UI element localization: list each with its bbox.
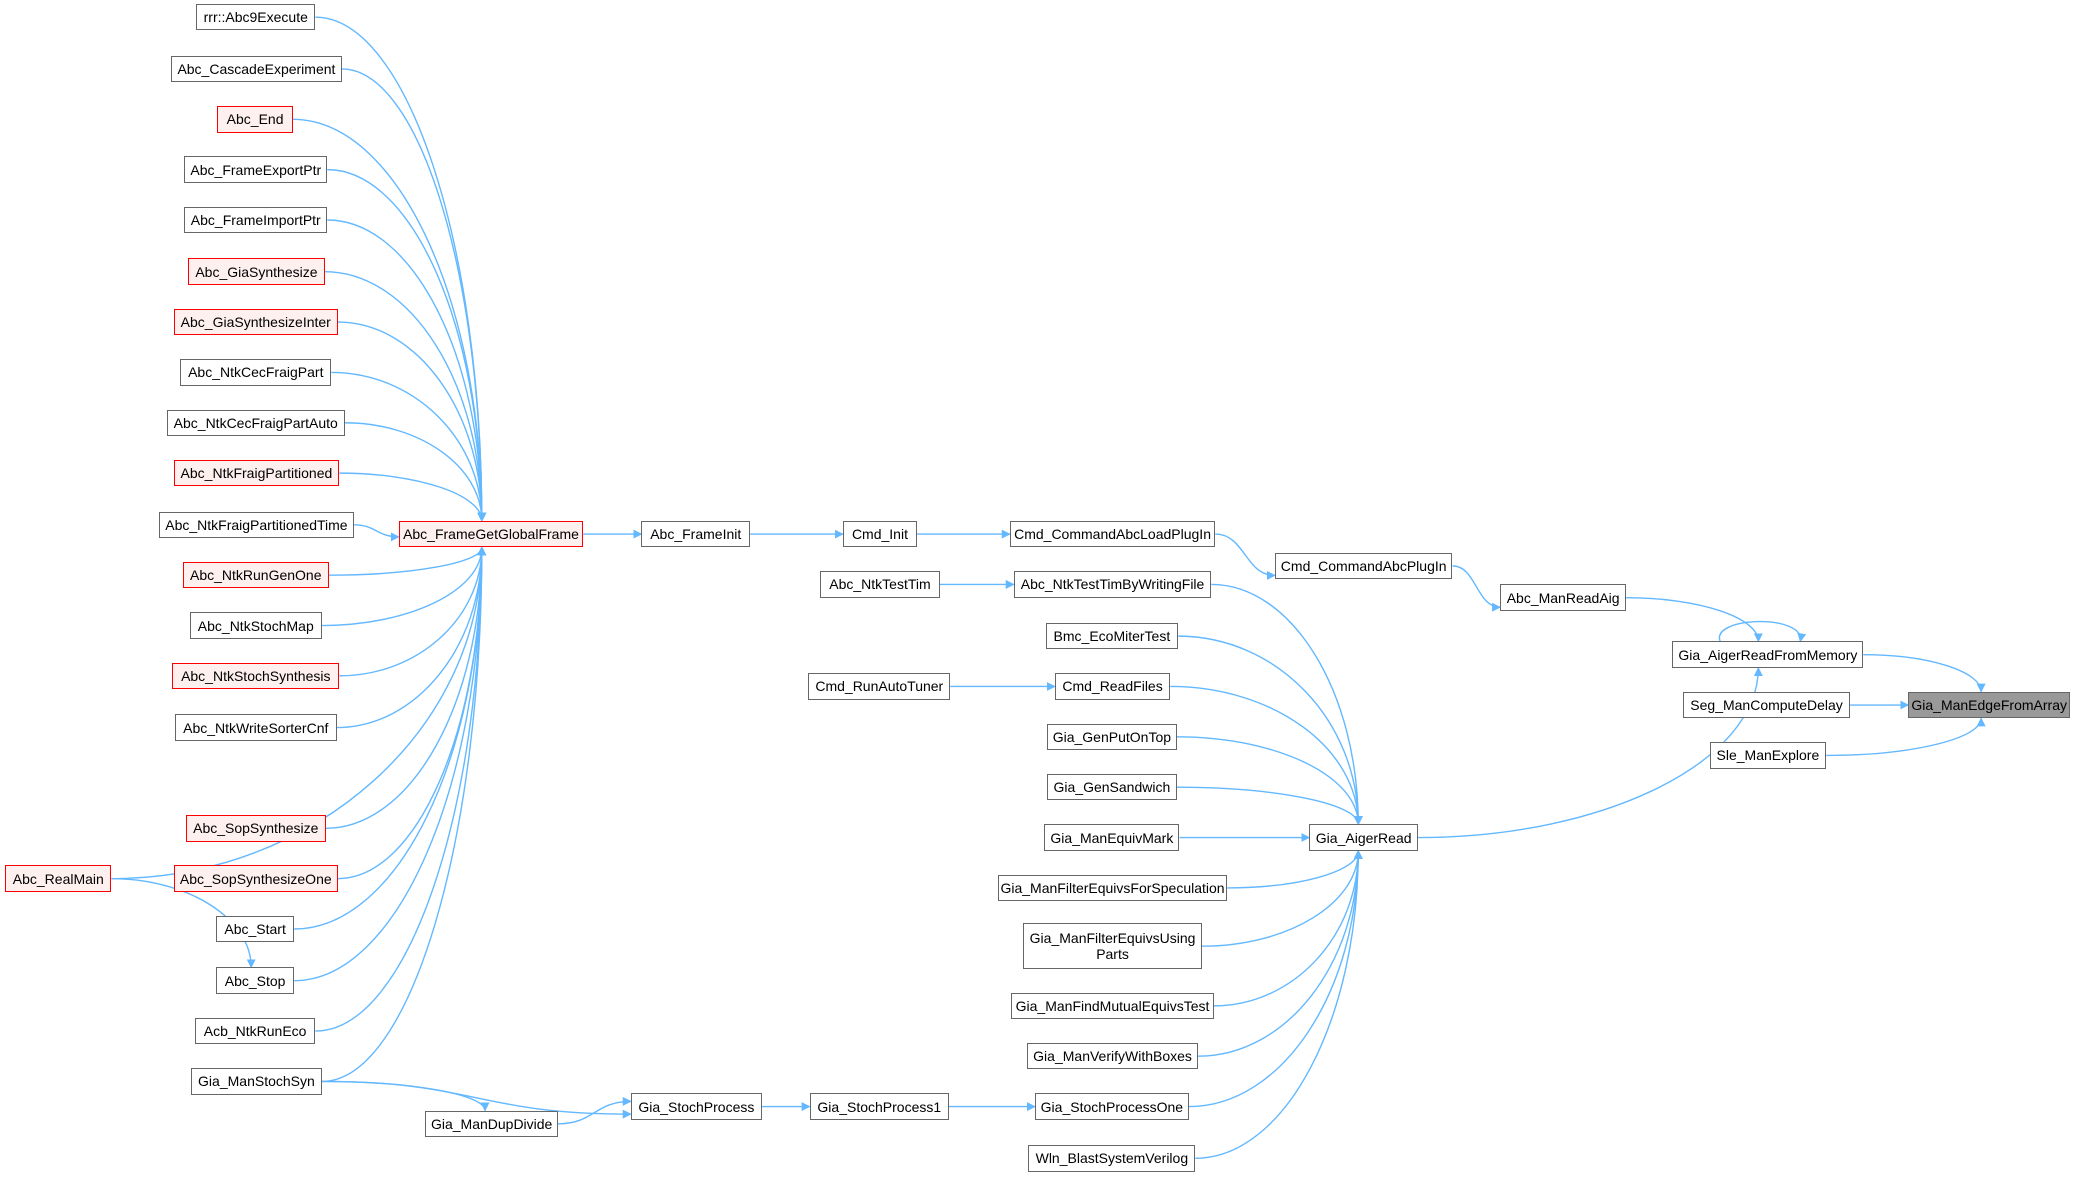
edge-mfmt-to-ar bbox=[1213, 849, 1363, 1007]
node-spo[interactable]: Gia_StochProcessOne bbox=[1035, 1093, 1189, 1120]
node-end[interactable]: Abc_End bbox=[217, 106, 293, 133]
node-mss[interactable]: Gia_ManStochSyn bbox=[190, 1068, 323, 1095]
node-mfeu[interactable]: Gia_ManFilterEquivsUsing Parts bbox=[1023, 923, 1202, 970]
edge-realmain-to-stop bbox=[111, 877, 256, 969]
node-lpi[interactable]: Cmd_CommandAbcLoadPlugIn bbox=[1009, 520, 1216, 548]
node-mfmt[interactable]: Gia_ManFindMutualEquivsTest bbox=[1011, 992, 1214, 1020]
node-cinit[interactable]: Cmd_Init bbox=[842, 520, 918, 548]
edge-mvwb-to-ar bbox=[1198, 849, 1363, 1057]
node-imp[interactable]: Abc_FrameImportPtr bbox=[184, 206, 328, 234]
node-start[interactable]: Abc_Start bbox=[216, 915, 295, 943]
edge-rgo-to-afggf bbox=[328, 546, 487, 576]
node-nsm[interactable]: Abc_NtkStochMap bbox=[189, 612, 323, 639]
edge-mfes-to-ar bbox=[1227, 849, 1363, 889]
edge-sle-to-target bbox=[1826, 717, 1986, 757]
node-nss[interactable]: Abc_NtkStochSynthesis bbox=[172, 662, 340, 690]
edge-arfm-to-arfm bbox=[1718, 620, 1807, 643]
node-casc[interactable]: Abc_CascadeExperiment bbox=[170, 55, 342, 83]
node-wsc[interactable]: Abc_NtkWriteSorterCnf bbox=[174, 714, 337, 741]
edge-start-to-afggf bbox=[294, 546, 487, 930]
edge-sops-to-afggf bbox=[326, 546, 487, 829]
edge-wln-to-ar bbox=[1195, 849, 1363, 1159]
edge-sopo-to-afggf bbox=[337, 546, 487, 880]
node-sp[interactable]: Gia_StochProcess bbox=[630, 1093, 762, 1120]
node-mem[interactable]: Gia_ManEquivMark bbox=[1044, 824, 1180, 851]
node-sle[interactable]: Sle_ManExplore bbox=[1709, 742, 1827, 769]
edge-mra-to-arfm bbox=[1626, 596, 1763, 643]
edge-cfp-to-afggf bbox=[331, 371, 487, 522]
edge-mss-to-afggf bbox=[322, 546, 487, 1083]
node-mfes[interactable]: Gia_ManFilterEquivsForSpeculation bbox=[997, 874, 1228, 902]
node-sp1[interactable]: Gia_StochProcess1 bbox=[809, 1093, 949, 1120]
node-nfpt[interactable]: Abc_NtkFraigPartitionedTime bbox=[159, 511, 354, 539]
node-wln[interactable]: Wln_BlastSystemVerilog bbox=[1028, 1145, 1196, 1172]
edge-nss-to-afggf bbox=[339, 546, 487, 677]
node-exp[interactable]: Abc_FrameExportPtr bbox=[184, 156, 328, 183]
edge-bmc-to-ar bbox=[1178, 635, 1363, 826]
node-ar[interactable]: Gia_AigerRead bbox=[1309, 824, 1418, 851]
edge-cfpa-to-afggf bbox=[344, 422, 487, 522]
edge-casc-to-afggf bbox=[341, 68, 487, 522]
node-acb[interactable]: Acb_NtkRunEco bbox=[194, 1017, 316, 1045]
node-sops[interactable]: Abc_SopSynthesize bbox=[185, 815, 326, 842]
edge-mfeu-to-ar bbox=[1202, 849, 1363, 947]
node-rat[interactable]: Cmd_RunAutoTuner bbox=[808, 673, 951, 700]
node-stop[interactable]: Abc_Stop bbox=[216, 967, 295, 994]
edge-rf-to-ar bbox=[1170, 685, 1363, 826]
edge-rrr-to-afggf bbox=[315, 16, 487, 522]
edge-exp-to-afggf bbox=[327, 168, 487, 522]
node-bmc[interactable]: Bmc_EcoMiterTest bbox=[1045, 622, 1179, 650]
node-arfm[interactable]: Gia_AigerReadFromMemory bbox=[1672, 641, 1864, 668]
edge-nsm-to-afggf bbox=[322, 546, 487, 627]
node-cfp[interactable]: Abc_NtkCecFraigPart bbox=[180, 359, 332, 386]
edge-pi-to-mra bbox=[1452, 565, 1502, 612]
node-gsyni[interactable]: Abc_GiaSynthesizeInter bbox=[173, 308, 338, 336]
node-nttw[interactable]: Abc_NtkTestTimByWritingFile bbox=[1013, 571, 1212, 598]
edge-gsw-to-ar bbox=[1176, 786, 1363, 826]
edge-gsyn-to-afggf bbox=[324, 270, 487, 522]
edge-spo-to-ar bbox=[1188, 849, 1363, 1108]
edge-lpi-to-pi bbox=[1215, 533, 1276, 580]
edge-nfp-to-afggf bbox=[339, 472, 487, 522]
node-cfpa[interactable]: Abc_NtkCecFraigPartAuto bbox=[166, 409, 345, 436]
node-gsyn[interactable]: Abc_GiaSynthesize bbox=[188, 258, 325, 285]
node-gsw[interactable]: Gia_GenSandwich bbox=[1046, 773, 1177, 801]
edge-nttw-to-ar bbox=[1211, 583, 1363, 826]
node-rf[interactable]: Cmd_ReadFiles bbox=[1054, 673, 1171, 700]
node-nfp[interactable]: Abc_NtkFraigPartitioned bbox=[173, 459, 340, 487]
node-rrr[interactable]: rrr::Abc9Execute bbox=[196, 3, 316, 31]
node-rgo[interactable]: Abc_NtkRunGenOne bbox=[182, 561, 329, 589]
edge-nfpt-to-afggf bbox=[353, 524, 400, 542]
edge-wsc-to-afggf bbox=[336, 546, 487, 729]
node-ntt[interactable]: Abc_NtkTestTim bbox=[820, 571, 940, 598]
node-realmain[interactable]: Abc_RealMain bbox=[5, 865, 112, 892]
edge-imp-to-afggf bbox=[327, 219, 487, 522]
node-mra[interactable]: Abc_ManReadAig bbox=[1500, 584, 1627, 611]
node-afggf[interactable]: Abc_FrameGetGlobalFrame bbox=[398, 520, 584, 548]
node-mvwb[interactable]: Gia_ManVerifyWithBoxes bbox=[1027, 1042, 1199, 1070]
node-finit[interactable]: Abc_FrameInit bbox=[641, 520, 751, 548]
edge-arfm-to-target bbox=[1863, 653, 1986, 693]
edge-mss-to-sp bbox=[322, 1080, 632, 1119]
node-gpot[interactable]: Gia_GenPutOnTop bbox=[1046, 723, 1177, 751]
edge-mdd-to-sp bbox=[557, 1096, 632, 1125]
node-seg[interactable]: Seg_ManComputeDelay bbox=[1683, 691, 1851, 719]
edge-gpot-to-ar bbox=[1176, 736, 1363, 826]
edge-gsyni-to-afggf bbox=[337, 321, 487, 522]
edge-stop-to-afggf bbox=[294, 546, 487, 982]
node-sopo[interactable]: Abc_SopSynthesizeOne bbox=[173, 865, 338, 892]
node-mdd[interactable]: Gia_ManDupDivide bbox=[425, 1110, 558, 1138]
node-target[interactable]: Gia_ManEdgeFromArray bbox=[1908, 691, 2071, 719]
node-pi[interactable]: Cmd_CommandAbcPlugIn bbox=[1274, 552, 1453, 580]
edge-acb-to-afggf bbox=[315, 546, 487, 1032]
